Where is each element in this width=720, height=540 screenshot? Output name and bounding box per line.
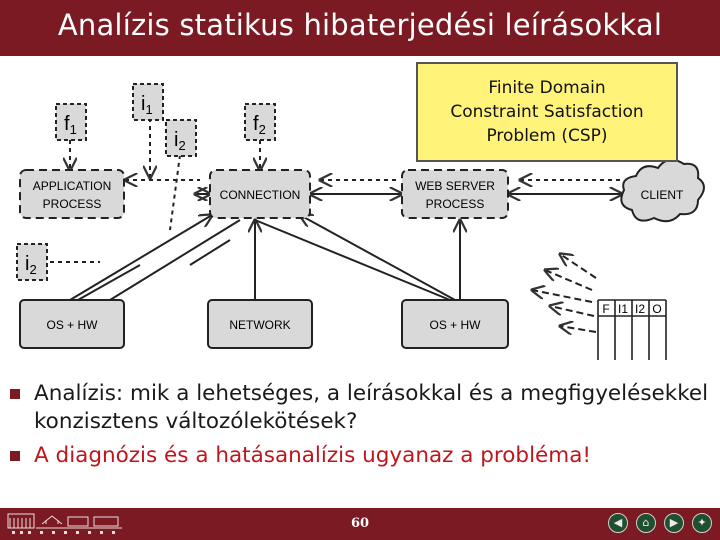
table-header-cell: F bbox=[602, 302, 609, 316]
bullet-marker bbox=[10, 389, 20, 399]
bullet-list: Analízis: mik a lehetséges, a leírásokka… bbox=[10, 380, 710, 476]
table-header-cell: O bbox=[652, 302, 661, 316]
label-i2-top: i2 bbox=[165, 119, 197, 157]
logo-icon[interactable]: ✦ bbox=[692, 513, 712, 533]
svg-text:PROCESS: PROCESS bbox=[43, 197, 102, 211]
svg-text:CONNECTION: CONNECTION bbox=[220, 188, 301, 202]
os-hw-left-node: OS + HW bbox=[19, 299, 125, 349]
bullet-text: A diagnózis és a hatásanalízis ugyanaz a… bbox=[34, 443, 592, 468]
propagation-diagram: APPLICATION PROCESS CONNECTION WEB SERVE… bbox=[16, 83, 705, 360]
web-server-process-node: WEB SERVER PROCESS bbox=[401, 169, 509, 219]
label-i1: i1 bbox=[132, 83, 164, 121]
svg-text:OS + HW: OS + HW bbox=[429, 318, 481, 332]
svg-text:i1: i1 bbox=[141, 93, 153, 117]
label-f2: f2 bbox=[244, 103, 276, 141]
table-header-cell: I1 bbox=[618, 302, 628, 316]
page-number: 60 bbox=[350, 516, 370, 531]
value-table: F I1 I2 O bbox=[597, 299, 667, 360]
csp-callout-text: Finite Domain Constraint Satisfaction Pr… bbox=[450, 78, 644, 146]
slide-title: Analízis statikus hibaterjedési leírások… bbox=[57, 8, 663, 42]
svg-text:PROCESS: PROCESS bbox=[426, 197, 485, 211]
os-hw-right-node: OS + HW bbox=[401, 299, 509, 349]
bullet-marker bbox=[10, 451, 20, 461]
label-i2-left: i2 bbox=[16, 243, 48, 281]
svg-text:i2: i2 bbox=[25, 253, 37, 277]
footer-bar: 60 ◀ ⌂ ▶ ✦ bbox=[0, 508, 720, 540]
right-arrow-icon[interactable]: ▶ bbox=[664, 513, 684, 533]
footer-nav: ◀ ⌂ ▶ ✦ bbox=[608, 513, 712, 533]
title-bar: Analízis statikus hibaterjedési leírások… bbox=[0, 0, 720, 56]
svg-text:OS + HW: OS + HW bbox=[46, 318, 98, 332]
client-node: CLIENT bbox=[620, 158, 705, 223]
svg-text:CLIENT: CLIENT bbox=[641, 188, 684, 202]
table-header-cell: I2 bbox=[635, 302, 645, 316]
svg-text:NETWORK: NETWORK bbox=[229, 318, 290, 332]
svg-text:WEB SERVER: WEB SERVER bbox=[415, 179, 495, 193]
connection-node: CONNECTION bbox=[209, 169, 311, 219]
application-process-node: APPLICATION PROCESS bbox=[19, 169, 125, 219]
home-icon[interactable]: ⌂ bbox=[636, 513, 656, 533]
bullet-item: Analízis: mik a lehetséges, a leírásokka… bbox=[10, 380, 710, 436]
csp-callout: Finite Domain Constraint Satisfaction Pr… bbox=[416, 62, 678, 162]
university-logo bbox=[7, 513, 122, 534]
svg-text:APPLICATION: APPLICATION bbox=[33, 179, 111, 193]
svg-text:i2: i2 bbox=[174, 129, 186, 153]
bullet-text: Analízis: mik a lehetséges, a leírásokka… bbox=[34, 381, 709, 434]
network-node: NETWORK bbox=[207, 299, 313, 349]
left-arrow-icon[interactable]: ◀ bbox=[608, 513, 628, 533]
label-f1: f1 bbox=[55, 103, 87, 141]
bullet-item: A diagnózis és a hatásanalízis ugyanaz a… bbox=[10, 442, 710, 470]
